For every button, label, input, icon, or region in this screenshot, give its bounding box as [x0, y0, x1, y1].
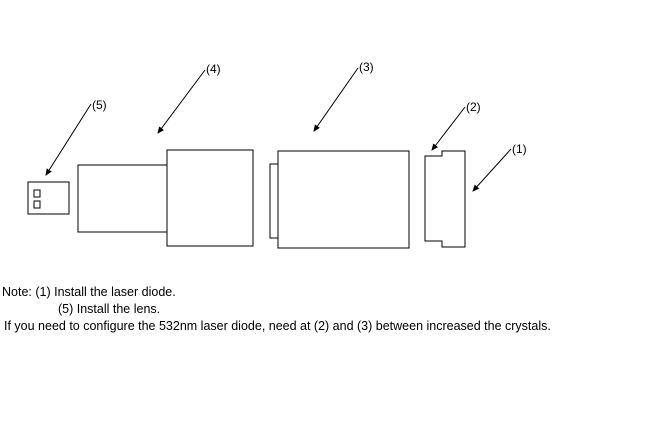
note-line-install-lens: (5) Install the lens. — [58, 302, 161, 316]
laser-module-assembly-diagram: (5) (4) (3) (2) (1) — [27, 60, 527, 249]
callout-4-leader — [157, 69, 206, 134]
callout-leaders — [45, 67, 512, 192]
part-5-lens — [27, 181, 70, 215]
callout-5-leader — [45, 103, 92, 176]
callout-label-4: (4) — [206, 62, 221, 76]
part-3-barrel — [269, 150, 410, 249]
callout-label-2: (2) — [466, 100, 481, 114]
callout-2-leader — [431, 106, 466, 151]
callout-label-3: (3) — [359, 60, 374, 74]
callout-3-leader — [313, 67, 359, 132]
part-2-rear-cap — [424, 150, 466, 248]
note-line-install-diode: Note: (1) Install the laser diode. — [2, 285, 176, 299]
callout-1-leader — [472, 148, 512, 192]
callout-label-5: (5) — [92, 98, 107, 112]
note-line-532nm-crystals: If you need to configure the 532nm laser… — [4, 319, 551, 333]
callout-label-1: (1) — [512, 142, 527, 156]
part-4-housing — [77, 149, 254, 247]
